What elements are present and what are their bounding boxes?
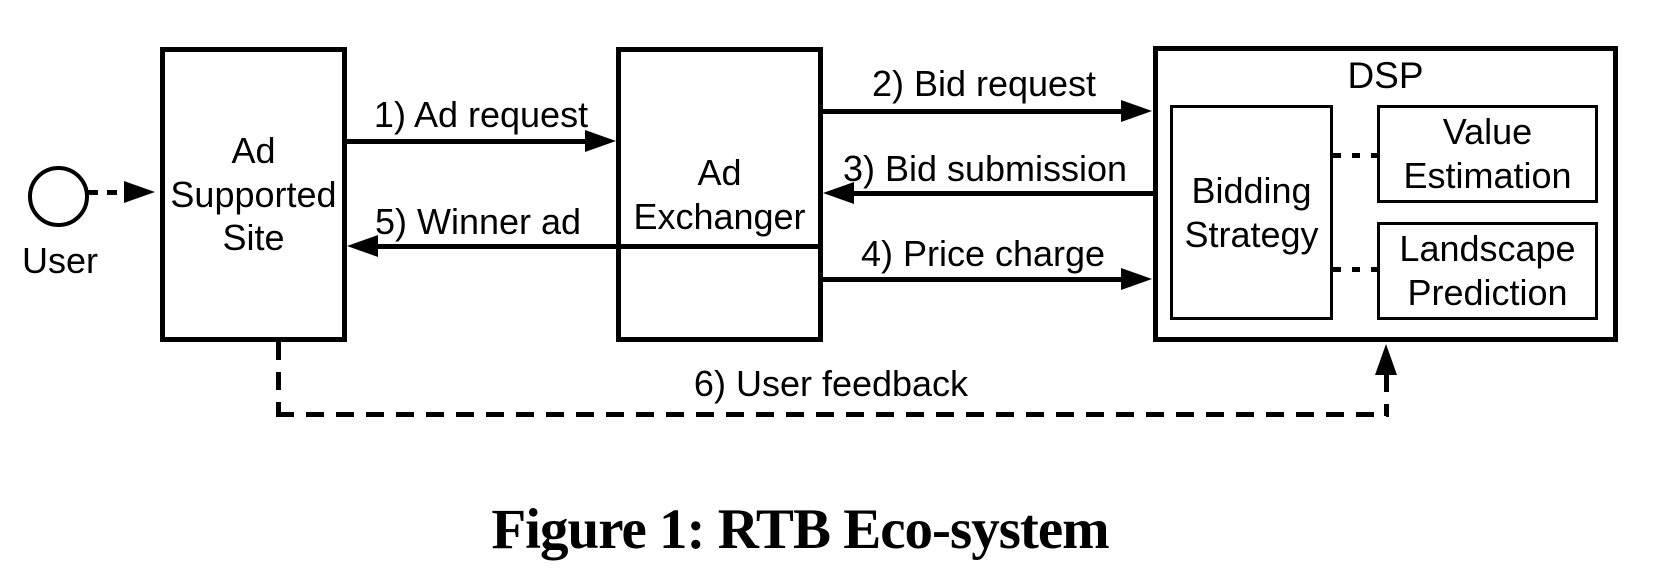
edge-label-price-charge: 4) Price charge bbox=[860, 233, 1106, 274]
winner-ad-line bbox=[376, 244, 823, 249]
bid-submission-line bbox=[852, 191, 1153, 196]
arrowhead-right-icon bbox=[124, 181, 155, 203]
edge-label-bid-request: 2) Bid request bbox=[871, 63, 1097, 104]
node-bidding-strategy: Bidding Strategy bbox=[1170, 105, 1333, 320]
edge-label-ad-request: 1) Ad request bbox=[373, 94, 589, 135]
arrowhead-right-icon bbox=[1121, 268, 1152, 290]
ad-request-line bbox=[347, 139, 587, 144]
user-feedback-dashed-line-left bbox=[276, 342, 281, 415]
user-circle-icon bbox=[28, 166, 89, 227]
arrowhead-up-icon bbox=[1375, 344, 1397, 375]
node-value-estimation: Value Estimation bbox=[1377, 105, 1598, 203]
node-landscape-prediction: Landscape Prediction bbox=[1377, 222, 1598, 320]
edge-label-user-feedback: 6) User feedback bbox=[693, 363, 969, 404]
arrowhead-left-icon bbox=[823, 182, 854, 204]
dsp-label: DSP bbox=[1347, 55, 1424, 96]
edge-label-winner-ad: 5) Winner ad bbox=[374, 201, 582, 242]
price-charge-line bbox=[823, 277, 1123, 282]
node-ad-exchanger: Ad Exchanger bbox=[616, 47, 823, 342]
user-label: User bbox=[21, 240, 99, 281]
bid-request-line bbox=[823, 109, 1123, 114]
figure-caption: Figure 1: RTB Eco-system bbox=[491, 498, 1109, 561]
arrowhead-left-icon bbox=[347, 235, 378, 257]
node-ad-supported-site: Ad Supported Site bbox=[160, 47, 347, 342]
arrowhead-right-icon bbox=[1121, 100, 1152, 122]
bidding-to-landscape-dotted-line bbox=[1333, 267, 1377, 272]
bidding-to-value-dotted-line bbox=[1333, 153, 1377, 158]
user-to-site-dashed-line bbox=[88, 190, 128, 195]
bidding-strategy-label: Bidding Strategy bbox=[1184, 169, 1319, 255]
value-estimation-label: Value Estimation bbox=[1403, 111, 1572, 196]
user-feedback-dashed-line-right bbox=[1384, 374, 1389, 416]
edge-label-bid-submission: 3) Bid submission bbox=[842, 148, 1128, 189]
user-feedback-dashed-line-bottom bbox=[276, 412, 1389, 417]
ad-exchanger-label: Ad Exchanger bbox=[633, 151, 806, 237]
landscape-prediction-label: Landscape Prediction bbox=[1399, 228, 1576, 313]
arrowhead-right-icon bbox=[585, 130, 616, 152]
ad-supported-site-label: Ad Supported Site bbox=[170, 129, 337, 259]
